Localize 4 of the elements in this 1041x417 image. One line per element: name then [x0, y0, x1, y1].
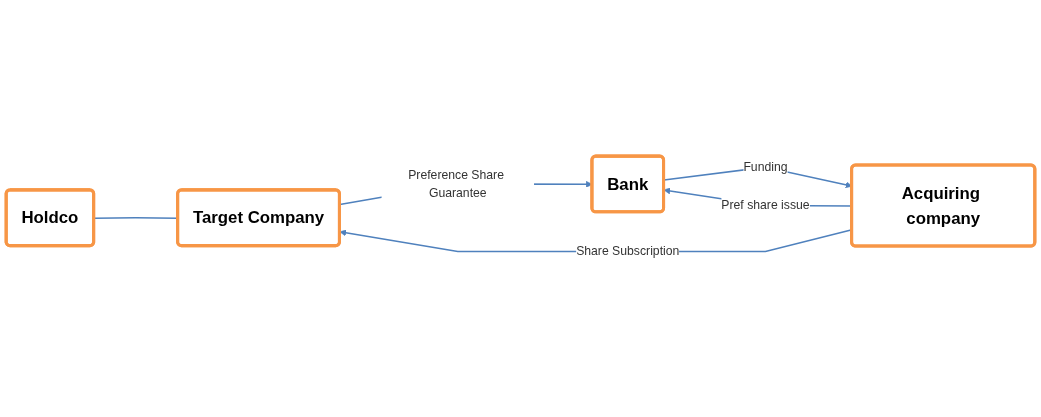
edge-label: Pref share issue [721, 198, 810, 212]
edge-label: Funding [743, 160, 788, 174]
edge-label: Share Subscription [576, 244, 680, 258]
edge-label: Preference Share Guarantee [408, 168, 504, 200]
